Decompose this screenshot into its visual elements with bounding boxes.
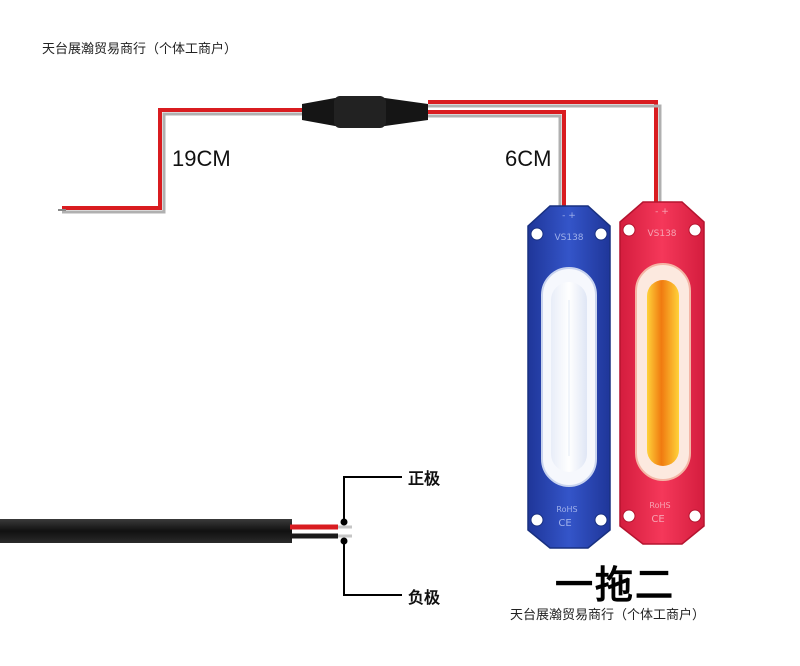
- splitter-junction: [302, 96, 428, 128]
- lead-wire-long: [58, 108, 310, 214]
- headline-one-to-two: 一拖二: [555, 563, 676, 607]
- module-cert-rohs: RoHS: [649, 501, 670, 510]
- mount-hole: [688, 223, 702, 237]
- mount-hole: [530, 227, 544, 241]
- mount-hole: [622, 223, 636, 237]
- module-cert-ce: CE: [651, 514, 664, 525]
- polarity-label-negative: 负极: [408, 588, 441, 607]
- module-polarity-mark: - +: [562, 211, 576, 221]
- module-polarity-mark: - +: [655, 207, 669, 217]
- branch-wire-long: [428, 100, 662, 206]
- wire-length-label-long: 19CM: [172, 146, 231, 171]
- watermark-shop-name-bottom: 天台展瀚贸易商行（个体工商户）: [510, 608, 706, 623]
- module-cert-rohs: RoHS: [556, 505, 577, 514]
- module-cert-ce: CE: [558, 518, 571, 529]
- polarity-callout-positive: [340, 476, 402, 526]
- module-model-mark: VS138: [647, 229, 676, 239]
- module-model-mark: VS138: [554, 233, 583, 243]
- led-module-blue: - + VS138 RoHS CE: [527, 205, 611, 549]
- wire-length-label-short: 6CM: [505, 146, 552, 171]
- polarity-callout-negative: [340, 537, 402, 596]
- power-cable: [0, 519, 352, 543]
- mount-hole: [594, 227, 608, 241]
- led-module-red: - + VS138 RoHS CE: [619, 201, 705, 545]
- watermark-shop-name-top: 天台展瀚贸易商行（个体工商户）: [42, 42, 238, 57]
- branch-wire-short: [428, 110, 566, 210]
- mount-hole: [688, 509, 702, 523]
- polarity-label-positive: 正极: [408, 469, 441, 488]
- mount-hole: [530, 513, 544, 527]
- mount-hole: [594, 513, 608, 527]
- mount-hole: [622, 509, 636, 523]
